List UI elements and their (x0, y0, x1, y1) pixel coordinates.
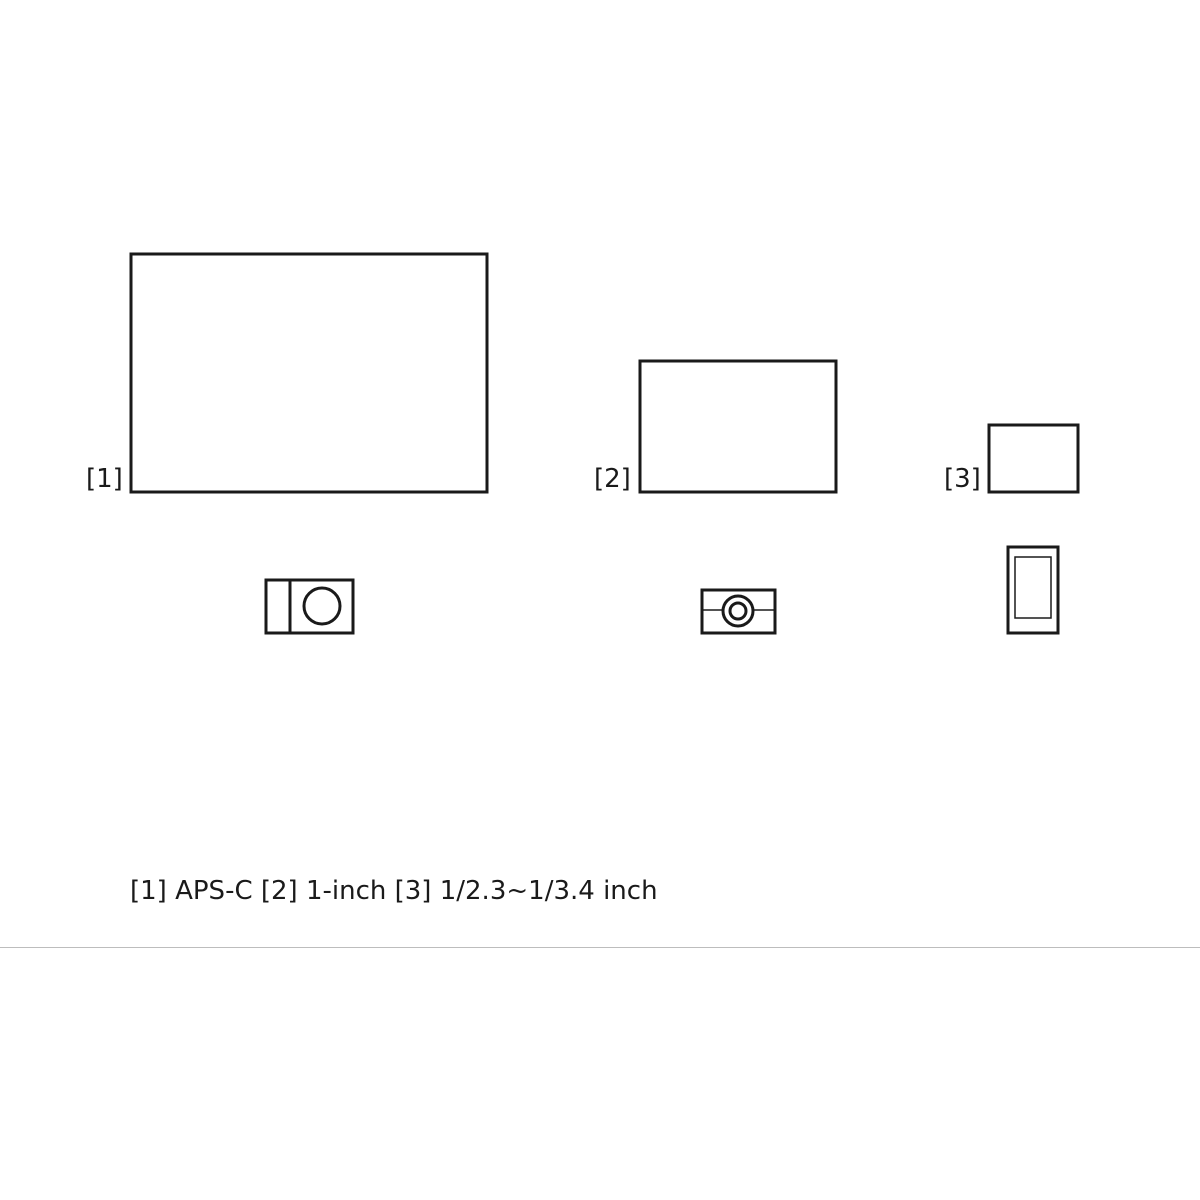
sensor-aps-c-outline (129, 252, 489, 494)
sensor-small-outline (987, 423, 1080, 494)
interchangeable-lens-camera-icon (264, 578, 355, 635)
diagram-caption: [1] APS-C [2] 1-inch [3] 1/2.3~1/3.4 inc… (130, 876, 658, 906)
sensor-label-1: [1] (86, 464, 123, 494)
sensor-1-inch-outline (638, 359, 838, 494)
sensor-label-2: [2] (594, 464, 631, 494)
sensor-label-3: [3] (944, 464, 981, 494)
section-divider (0, 947, 1200, 948)
smartphone-icon (1006, 545, 1060, 635)
compact-camera-icon (700, 588, 777, 635)
